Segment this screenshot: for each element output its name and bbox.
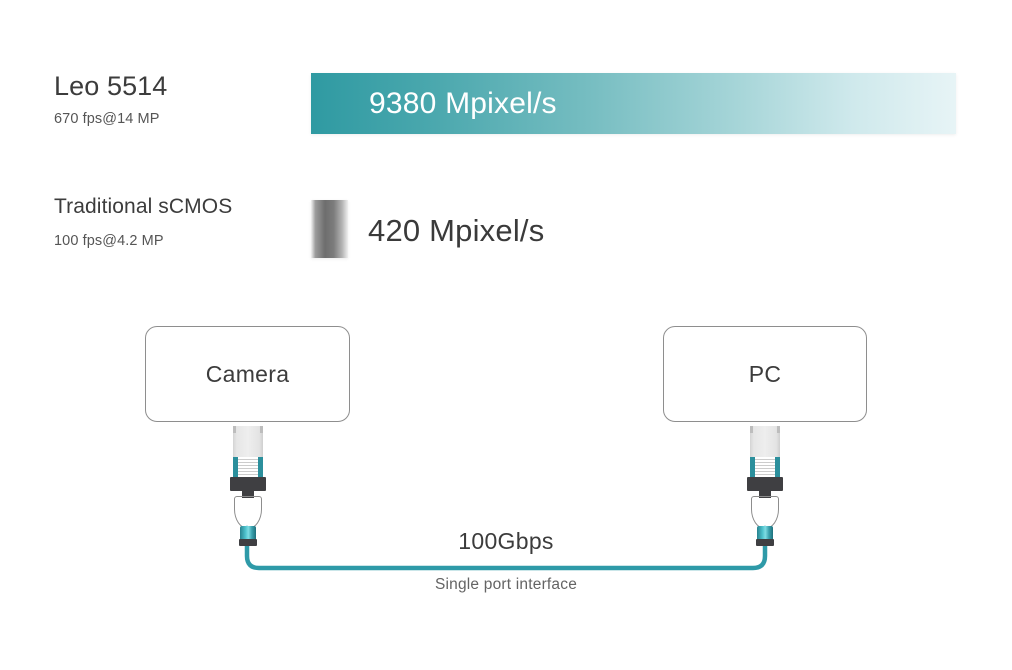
leo-row-title: Leo 5514 [54, 71, 168, 101]
cable-plug-collar-icon [239, 539, 257, 546]
cable-loop-icon [234, 496, 262, 529]
cable-interface-label: Single port interface [434, 576, 578, 593]
cable-speed-label: 100Gbps [458, 528, 554, 554]
scmos-row-title: Traditional sCMOS [54, 195, 233, 218]
connector-neck-icon [242, 490, 254, 498]
camera-box: Camera [145, 326, 350, 422]
pc-connector [743, 426, 787, 546]
scmos-row-subtitle: 100 fps@4.2 MP [54, 233, 164, 249]
scmos-throughput-bar [311, 200, 348, 258]
connector-contacts-icon [238, 457, 258, 477]
camera-box-label: Camera [205, 360, 290, 387]
connector-dark-base-icon [747, 477, 783, 491]
connector-dark-base-icon [230, 477, 266, 491]
pc-box: PC [663, 326, 867, 422]
connector-teal-band-icon [750, 457, 780, 477]
leo-row-subtitle: 670 fps@14 MP [54, 111, 160, 127]
connector-body-icon [750, 426, 780, 457]
connector-body-icon [233, 426, 263, 457]
cable-loop-icon [751, 496, 779, 529]
camera-connector [226, 426, 270, 546]
leo-throughput-bar: 9380 Mpixel/s [311, 73, 956, 134]
scmos-throughput-value: 420 Mpixel/s [368, 213, 545, 248]
pc-box-label: PC [748, 360, 782, 387]
cable-plug-collar-icon [756, 539, 774, 546]
connector-teal-band-icon [233, 457, 263, 477]
connector-neck-icon [759, 490, 771, 498]
connector-contacts-icon [755, 457, 775, 477]
leo-throughput-value: 9380 Mpixel/s [369, 86, 557, 120]
